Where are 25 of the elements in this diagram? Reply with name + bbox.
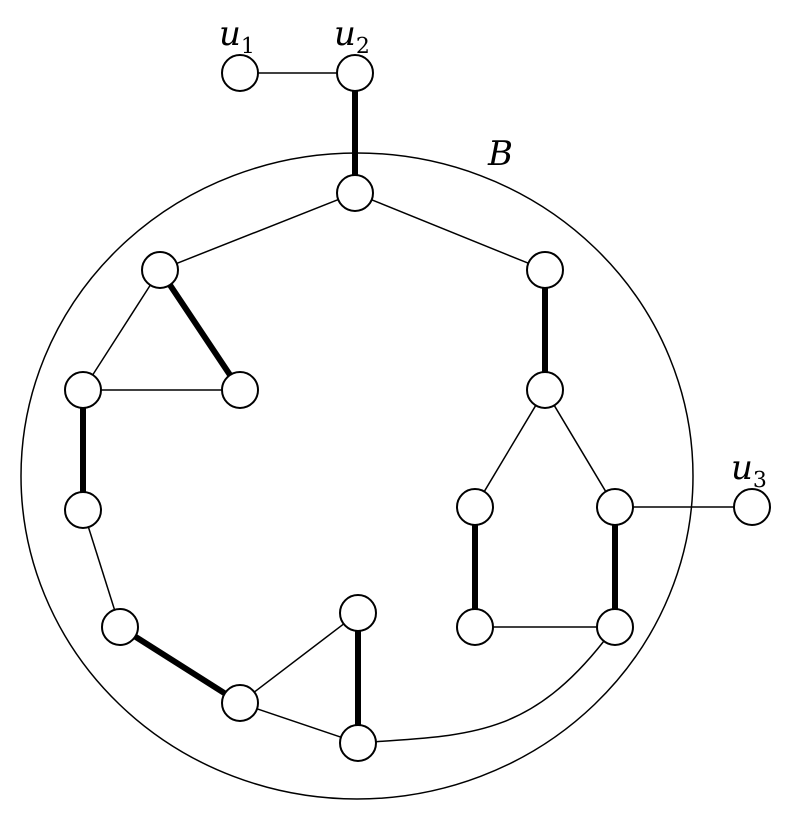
edge-line: [484, 405, 536, 492]
edge-line: [355, 631, 361, 725]
vertex-label: u$_{3}$: [731, 450, 767, 495]
edge-line: [254, 623, 344, 693]
edge-line: [612, 525, 618, 609]
edge-line: [554, 405, 606, 492]
region-label: B: [488, 136, 513, 172]
vertex-label: u$_{2}$: [334, 16, 370, 61]
edge-line: [352, 91, 358, 175]
edge-line: [167, 283, 233, 377]
edge-line: [542, 288, 548, 372]
edge-line: [88, 526, 116, 610]
edge-line: [92, 284, 151, 376]
edge-line: [472, 525, 478, 609]
edge-line: [493, 626, 597, 628]
edge-line: [80, 408, 86, 492]
edge-line: [258, 72, 337, 74]
edge-line: [176, 198, 339, 264]
vertex-label: u$_{1}$: [219, 16, 255, 61]
edge-line: [376, 640, 604, 742]
edge-line: [633, 506, 734, 508]
edge-line: [101, 389, 222, 391]
edge-line: [371, 199, 529, 264]
edge-line: [134, 634, 226, 696]
edge-line: [256, 708, 342, 738]
